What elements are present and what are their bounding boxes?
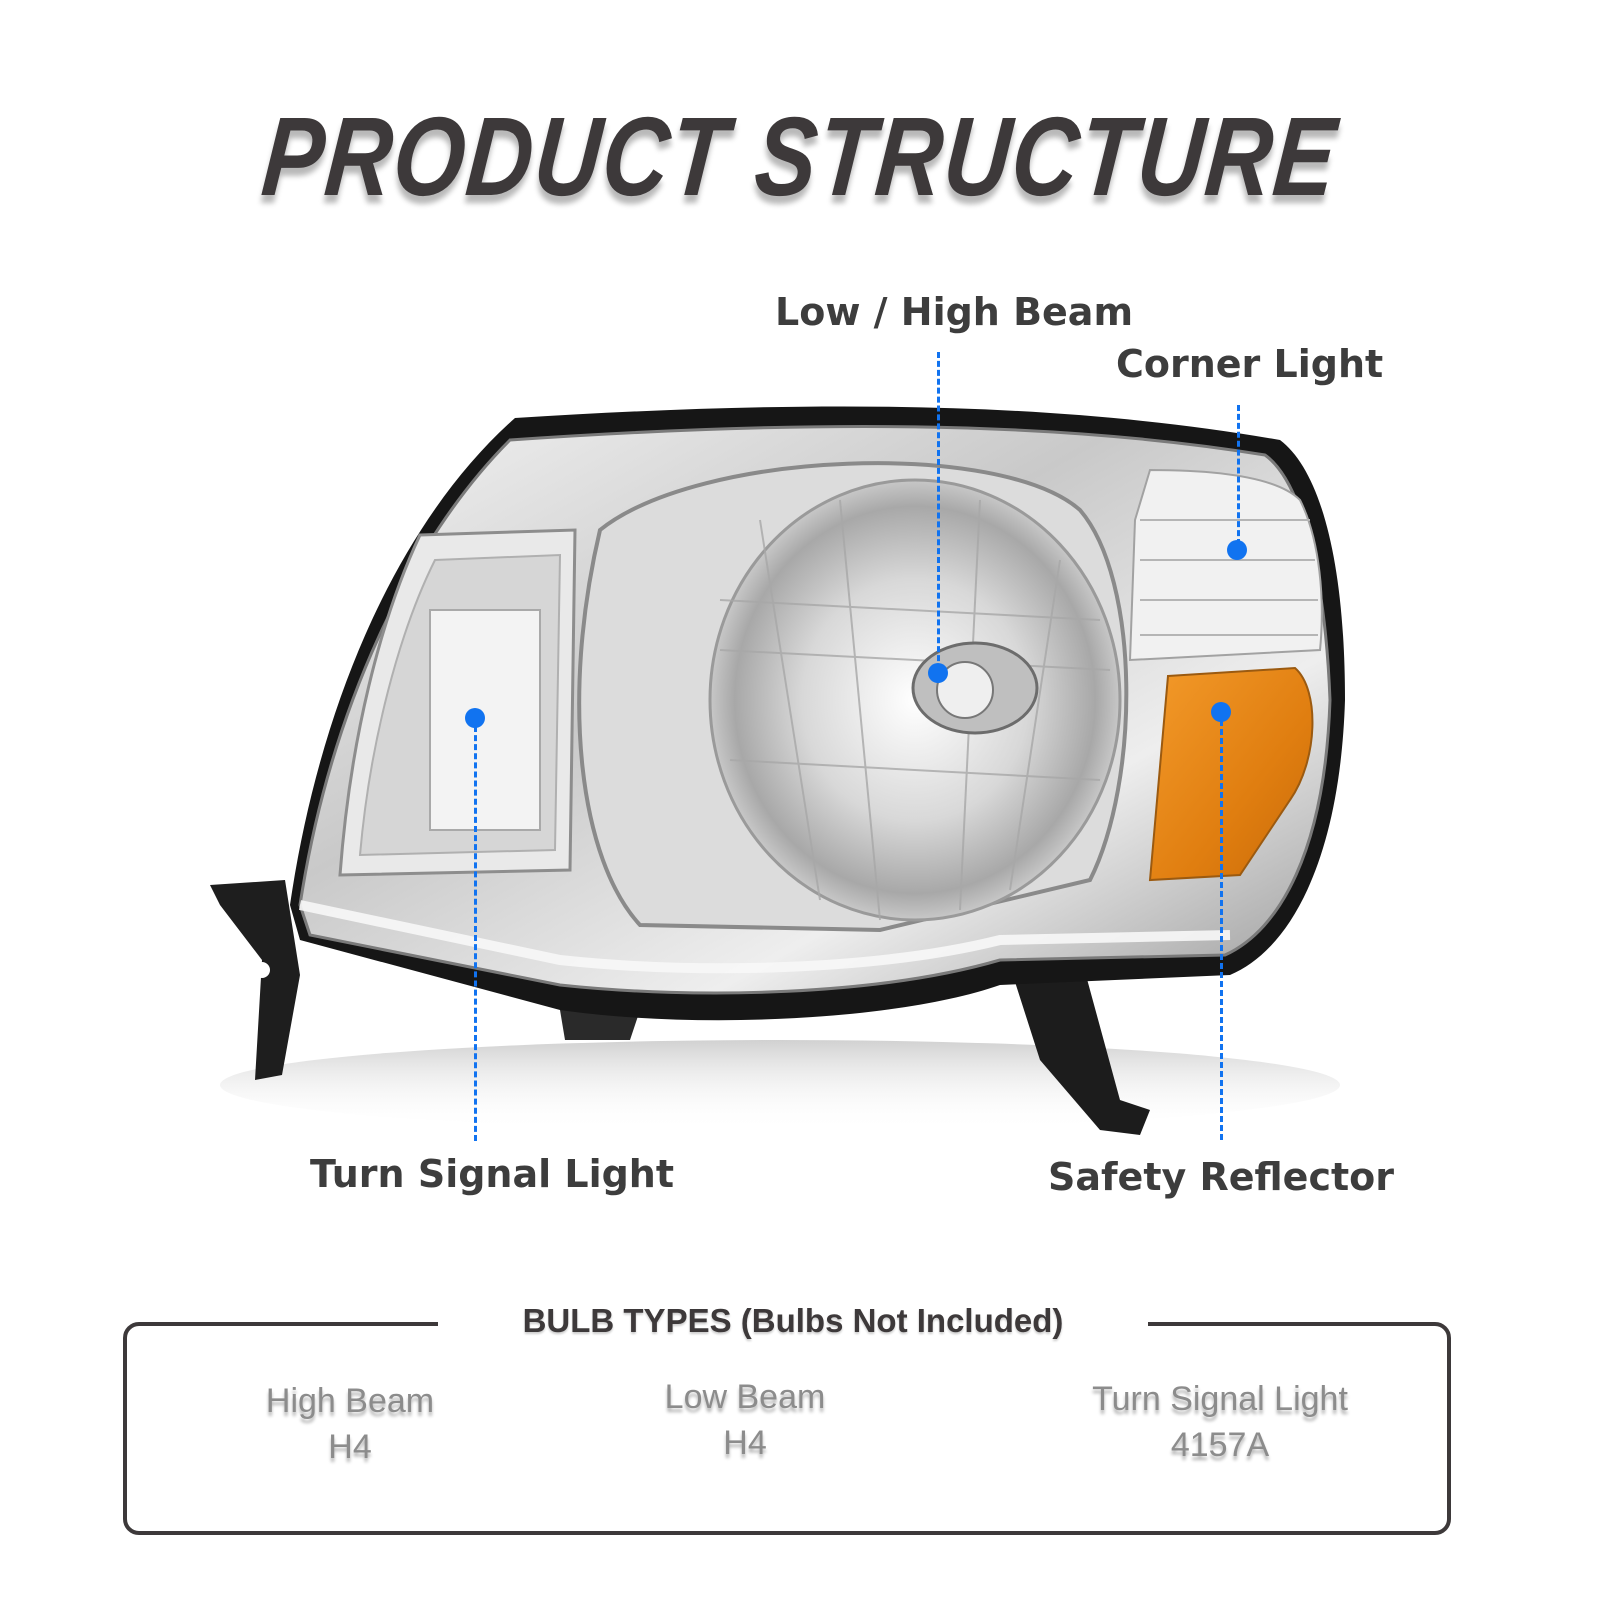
- callout-low-high-beam-dot: [928, 663, 948, 683]
- bulb-item-turn-signal: Turn Signal Light 4157A: [1050, 1376, 1390, 1468]
- callout-safety-reflector-label: Safety Reflector: [1048, 1155, 1394, 1199]
- bulb-item-name: Low Beam: [664, 1378, 826, 1416]
- callout-safety-reflector-line: [1220, 720, 1223, 1140]
- bulb-item-high-beam: High Beam H4: [230, 1378, 470, 1470]
- callout-turn-signal-dot: [465, 708, 485, 728]
- bulb-types-heading: BULB TYPES (Bulbs Not Included): [438, 1296, 1148, 1346]
- callout-low-high-beam-line: [937, 352, 940, 670]
- callout-safety-reflector-dot: [1211, 702, 1231, 722]
- callout-turn-signal-label: Turn Signal Light: [310, 1152, 675, 1196]
- bulb-item-type: H4: [723, 1424, 767, 1462]
- callout-low-high-beam-label: Low / High Beam: [775, 290, 1134, 334]
- callout-corner-light-dot: [1227, 540, 1247, 560]
- callout-turn-signal-line: [474, 726, 477, 1141]
- callout-corner-light-label: Corner Light: [1116, 342, 1384, 386]
- bulb-item-name: Turn Signal Light: [1092, 1380, 1348, 1418]
- bulb-item-type: H4: [328, 1428, 372, 1466]
- bulb-item-name: High Beam: [265, 1382, 435, 1420]
- bulb-item-type: 4157A: [1170, 1426, 1270, 1464]
- bulb-item-low-beam: Low Beam H4: [625, 1374, 865, 1466]
- callout-corner-light-line: [1237, 405, 1240, 545]
